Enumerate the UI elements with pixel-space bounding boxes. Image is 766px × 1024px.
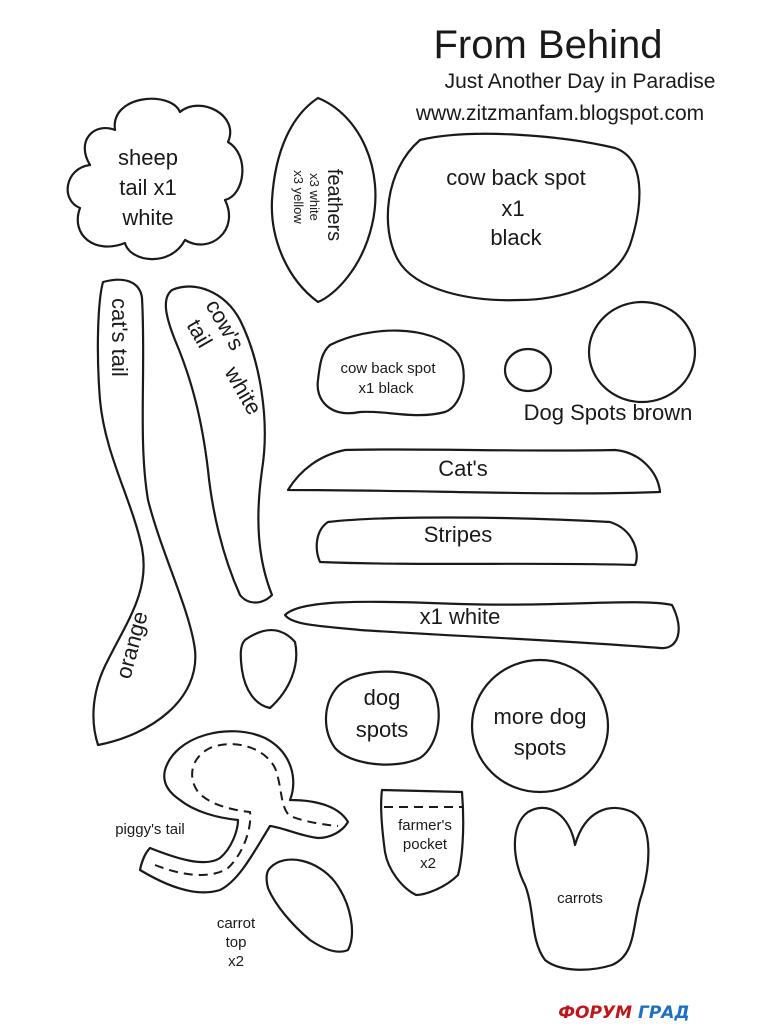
dog-spots-label-1: dog [364,685,401,710]
cat-stripe-1-label: Cat's [438,456,487,481]
feather-label-group: feathers x3 white x3 yellow [291,169,345,241]
dog-spots-label-2: spots [356,717,409,742]
cat-stripe-2-shape [315,516,638,567]
cow-back-spot-large-label-3: black [490,225,542,250]
farmers-pocket-label-1: farmer's [398,817,452,834]
watermark-logo-right: ГРАД [638,1003,690,1023]
cows-tail-shape [164,285,274,604]
feather-label-3: x3 yellow [291,170,306,224]
cats-tail-shape [92,278,197,747]
sheep-tail-label-2: tail x1 [119,175,176,200]
cats-tail-label: cat's tail [107,298,132,377]
carrots-shape [513,806,650,971]
watermark-logo-left: ФОРУМ [558,1003,632,1023]
carrots-label: carrots [557,890,603,907]
page-title: From Behind [434,23,663,67]
farmers-pocket-label-3: x2 [420,855,436,872]
dog-spots-shape [324,670,440,766]
more-dog-spots-shape [470,658,610,794]
page-subtitle: Just Another Day in Paradise [445,70,716,93]
more-dog-spots-label-2: spots [514,735,567,760]
dog-spot-brown-large [587,300,697,404]
dog-spots-brown-label: Dog Spots brown [524,400,693,425]
cat-stripe-3-shape [283,600,680,650]
sheep-tail-label-1: sheep [118,145,178,170]
sheep-tail-shape [66,97,244,261]
cow-back-spot-small-label-1: cow back spot [340,360,436,377]
carrot-top-shape [265,858,354,953]
feather-label-1: feathers [323,169,345,241]
cow-back-spot-small-shape [316,329,465,417]
sheep-tail-label-3: white [121,205,173,230]
carrot-top-label-1: carrot [217,915,256,932]
more-dog-spots-label-1: more dog [494,704,587,729]
carrot-top-label-3: x2 [228,953,244,970]
farmers-pocket-label-2: pocket [403,836,448,853]
cow-back-spot-small-label-2: x1 black [358,380,414,397]
cat-stripe-2-label: Stripes [424,522,492,547]
cow-back-spot-large-label-2: x1 [501,196,524,221]
small-ear-piece-shape [239,629,298,710]
piggys-tail-label: piggy's tail [115,821,185,838]
cat-stripe-1-shape [286,448,662,495]
feather-shape [270,96,377,304]
carrot-top-label-2: top [226,934,247,951]
blog-url: www.zitzmanfam.blogspot.com [415,102,704,125]
cow-back-spot-large-label-1: cow back spot [446,165,585,190]
farmers-pocket-shape [380,788,465,897]
cat-stripe-3-label: x1 white [420,604,501,629]
dog-spot-brown-small [503,347,553,393]
feather-label-2: x3 white [307,173,322,221]
cow-back-spot-large-shape [386,132,641,302]
piggys-tail-dash [154,743,339,876]
